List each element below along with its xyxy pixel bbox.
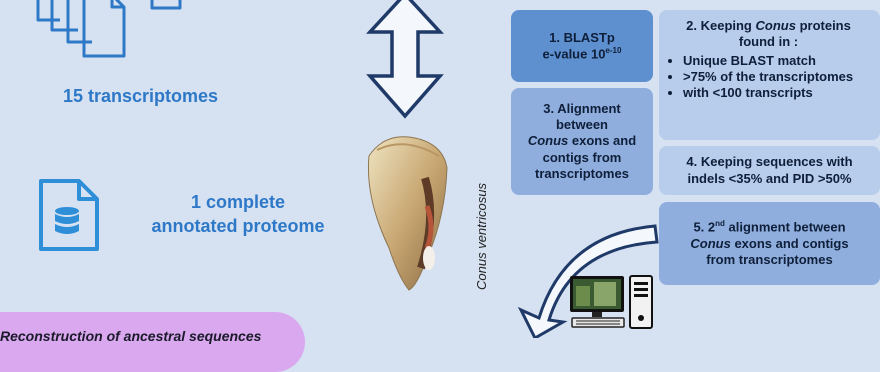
step2-box: 2. Keeping Conus proteins found in : Uni… <box>659 10 880 140</box>
step5-line2-rest: exons and contigs <box>731 236 849 251</box>
proteome-label-line1: 1 complete <box>118 190 358 214</box>
documents-stack-icon <box>30 0 220 65</box>
step1-line2: e-value 10e-10 <box>543 46 622 63</box>
step5-rest: alignment between <box>725 219 846 234</box>
step5-line3: from transcriptomes <box>706 252 832 268</box>
step2-bullet: Unique BLAST match <box>683 53 872 69</box>
step5-prefix: 5. 2 <box>693 219 715 234</box>
step4-line2: indels <35% and PID >50% <box>687 171 851 187</box>
step2-title-line2: found in : <box>665 34 872 50</box>
step2-bullet: >75% of the transcriptomes <box>683 69 872 85</box>
step3-line5: transcriptomes <box>535 166 629 182</box>
step5-box: 5. 2nd alignment between Conus exons and… <box>659 202 880 285</box>
double-arrow-icon <box>360 0 450 125</box>
step5-line2: Conus exons and contigs <box>690 236 848 252</box>
step3-line3-rest: exons and <box>568 133 636 148</box>
step5-line1: 5. 2nd alignment between <box>693 219 845 236</box>
shell-image <box>355 128 455 293</box>
step2-bullet: with <100 transcripts <box>683 85 872 101</box>
database-document-icon <box>37 177 101 253</box>
step3-line1: 3. Alignment <box>543 101 621 117</box>
step2-bullet-list: Unique BLAST match >75% of the transcrip… <box>665 53 872 102</box>
step3-line4: contigs from <box>543 150 622 166</box>
step1-line1: 1. BLASTp <box>549 30 615 46</box>
step1-exponent: e-10 <box>605 46 621 55</box>
step1-box: 1. BLASTp e-value 10e-10 <box>511 10 653 82</box>
proteome-label: 1 complete annotated proteome <box>118 190 358 239</box>
transcriptomes-label: 15 transcriptomes <box>63 86 218 107</box>
ancestral-reconstruction-label: Reconstruction of ancestral sequences <box>0 328 261 344</box>
step3-italic: Conus <box>528 133 568 148</box>
step2-title-b: proteins <box>796 18 851 33</box>
step5-sup: nd <box>715 219 725 228</box>
step2-title-a: 2. Keeping <box>686 18 755 33</box>
step5-italic: Conus <box>690 236 730 251</box>
step3-box: 3. Alignment between Conus exons and con… <box>511 88 653 195</box>
step3-line3: Conus exons and <box>528 133 636 149</box>
computer-icon <box>566 274 656 330</box>
step2-title-italic: Conus <box>756 18 796 33</box>
species-name: Conus ventricosus <box>474 183 489 290</box>
proteome-label-line2: annotated proteome <box>118 214 358 238</box>
step4-line1: 4. Keeping sequences with <box>686 154 852 170</box>
step1-line2-prefix: e-value 10 <box>543 46 606 61</box>
step3-line2: between <box>556 117 608 133</box>
step2-title: 2. Keeping Conus proteins <box>665 18 872 34</box>
step4-box: 4. Keeping sequences with indels <35% an… <box>659 146 880 195</box>
